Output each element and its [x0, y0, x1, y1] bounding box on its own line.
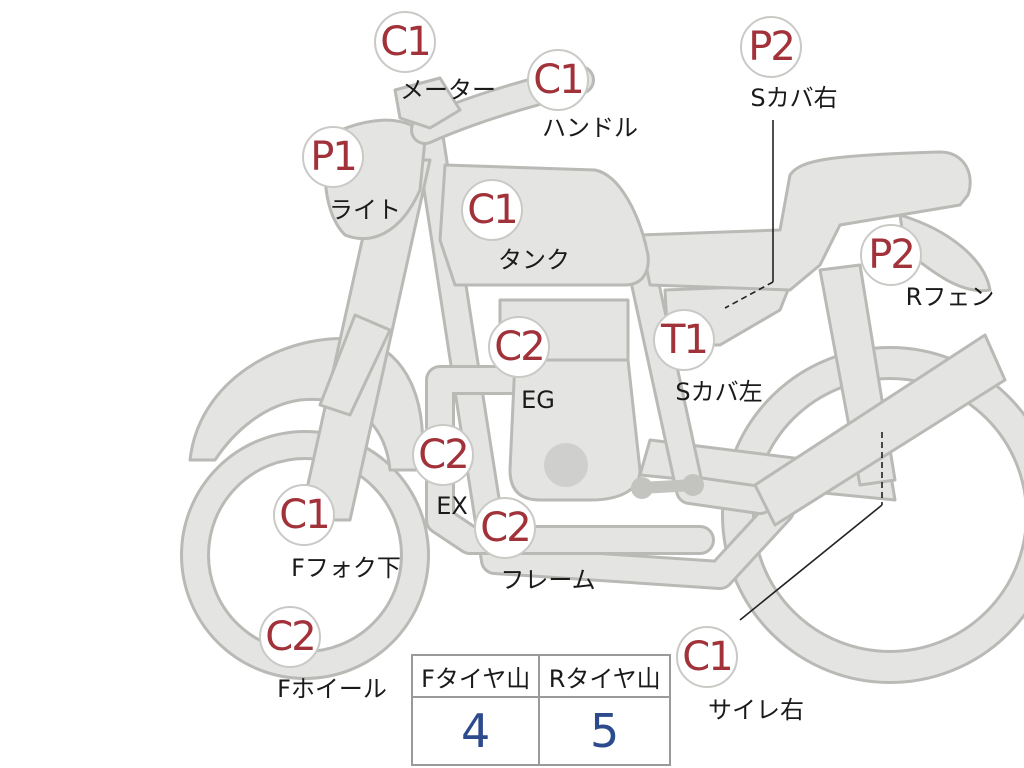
front-wheel: [180, 430, 430, 680]
engine-label: EG: [521, 386, 555, 414]
badge-fork-lower: C1 Fフォク下: [273, 484, 401, 582]
seat: [638, 150, 972, 292]
meter-code: C1: [380, 19, 429, 65]
badge-muffler-right: C1 サイレ右: [676, 626, 804, 724]
badge-rear-fender: P2 Rフェン: [860, 224, 995, 311]
rear-fender: [898, 213, 992, 293]
side-cover-right-code: P2: [748, 24, 794, 70]
badge-frame: C2 フレーム: [474, 497, 596, 594]
light-label: ライト: [329, 196, 401, 224]
muffler-right-label: サイレ右: [708, 696, 804, 724]
tank-code: C1: [467, 187, 516, 233]
tread-value-row: 4 5: [410, 696, 671, 766]
rear-tread-value: 5: [538, 696, 671, 766]
meter-label: メーター: [400, 76, 496, 104]
handle-label: ハンドル: [542, 114, 638, 142]
badge-side-cover-right: P2 Sカバ右: [740, 16, 838, 112]
rear-fender-label: Rフェン: [906, 283, 995, 311]
light-code: P1: [310, 134, 356, 180]
engine-case: [508, 358, 642, 502]
meter-housing: [393, 76, 462, 130]
side-cover-left-code: T1: [660, 317, 707, 363]
front-tread-value: 4: [410, 696, 541, 766]
side-cover-right-label: Sカバ右: [750, 84, 837, 112]
engine-cover: [544, 443, 588, 487]
fork-lower-label: Fフォク下: [291, 554, 401, 582]
exhaust-label: EX: [436, 492, 468, 520]
muffler-right-code: C1: [682, 634, 731, 680]
engine-code: C2: [494, 324, 543, 370]
rear-tread-header: Rタイヤ山: [538, 654, 671, 698]
badge-meter: C1 メーター: [374, 11, 496, 104]
exhaust-pipe: [425, 365, 715, 555]
muffler: [753, 333, 1007, 527]
front-wheel-code: C2: [265, 614, 314, 660]
handle-code: C1: [533, 57, 582, 103]
badge-exhaust: C2 EX: [412, 424, 474, 520]
rear-fender-code: P2: [868, 232, 914, 278]
frame-code: C2: [480, 505, 529, 551]
leader-lines: [724, 120, 883, 621]
badge-side-cover-left: T1 Sカバ左: [653, 309, 763, 406]
tread-header-row: Fタイヤ山 Rタイヤ山: [410, 654, 671, 698]
front-wheel-label: Fホイール: [277, 675, 387, 703]
foot-peg: [631, 474, 704, 499]
badge-light: P1 ライト: [302, 126, 401, 224]
tire-tread-table: Fタイヤ山 Rタイヤ山 4 5: [410, 654, 671, 766]
rear-wheel: [721, 346, 1024, 684]
badge-engine: C2 EG: [488, 316, 555, 414]
frame-label: フレーム: [500, 566, 595, 594]
fork-lower-code: C1: [279, 492, 328, 538]
tank-label: タンク: [498, 246, 570, 274]
badge-front-wheel: C2 Fホイール: [259, 606, 387, 703]
badge-handle: C1 ハンドル: [527, 49, 638, 142]
fork-guard: [318, 313, 392, 417]
exhaust-code: C2: [418, 432, 467, 478]
side-cover-left-label: Sカバ左: [675, 378, 762, 406]
badge-tank: C1 タンク: [461, 179, 570, 274]
front-tread-header: Fタイヤ山: [410, 654, 541, 698]
